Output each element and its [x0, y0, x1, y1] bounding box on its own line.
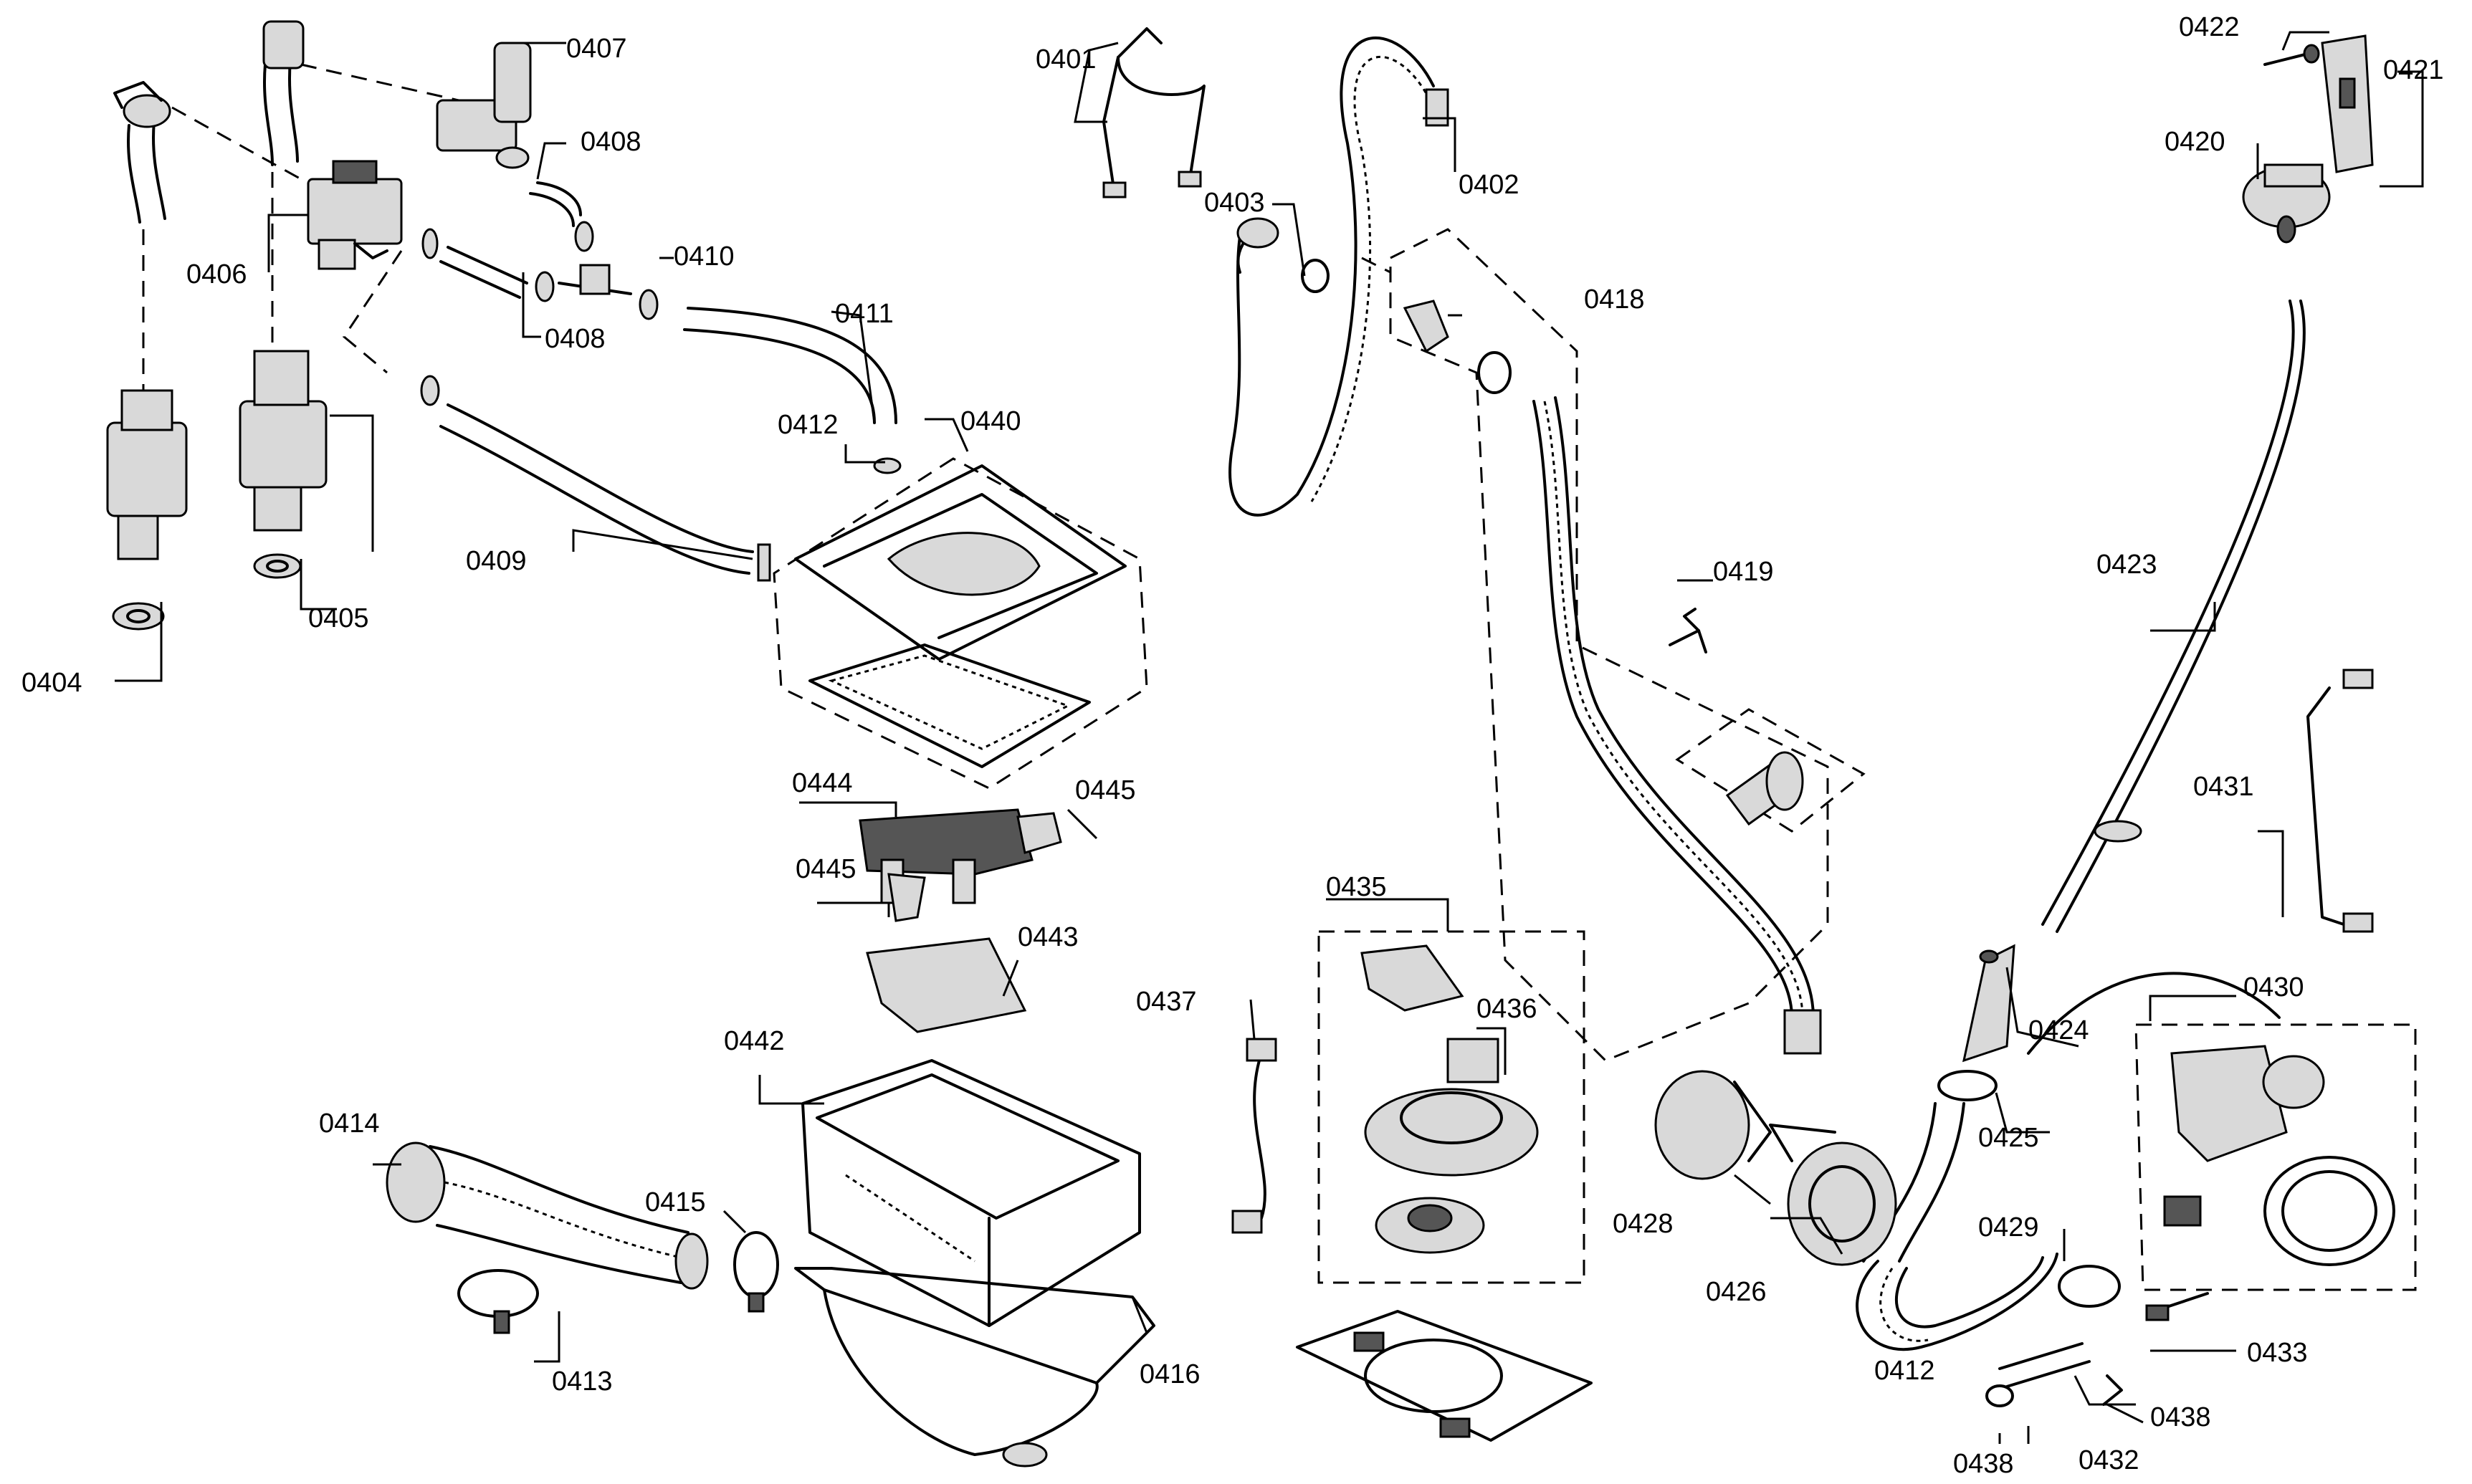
- label-0422: 0422: [2179, 12, 2240, 42]
- hose-clamp-sump: [1937, 1070, 1998, 1101]
- connecting-hoses: [420, 181, 902, 582]
- hose-clamp-small-top: [1301, 259, 1330, 293]
- label-0415: 0415: [645, 1187, 706, 1217]
- pressure-switch-bracket: [2321, 34, 2374, 173]
- label-0445a: 0445: [1075, 775, 1136, 805]
- label-0419: 0419: [1713, 557, 1774, 587]
- label-0440: 0440: [960, 406, 1021, 436]
- label-0404: 0404: [22, 668, 82, 698]
- label-0444: 0444: [792, 768, 853, 798]
- label-0408a: 0408: [581, 127, 641, 157]
- sump-hose: [1856, 1102, 2058, 1351]
- dispenser-drawer: [801, 1059, 1141, 1327]
- vent-hose: [1228, 36, 1449, 517]
- inlet-hose-left: [106, 81, 188, 631]
- pressure-tube: [2041, 300, 2306, 933]
- label-0408b: 0408: [545, 324, 606, 354]
- label-0407: 0407: [566, 34, 627, 64]
- label-0445b: 0445: [796, 854, 856, 884]
- label-0412b: 0412: [1874, 1356, 1935, 1386]
- label-0424: 0424: [2028, 1015, 2089, 1045]
- label-0436: 0436: [1476, 994, 1537, 1024]
- dispenser-assembly: [773, 457, 1148, 790]
- label-0432: 0432: [2079, 1445, 2139, 1475]
- label-0425: 0425: [1978, 1123, 2039, 1153]
- label-0428: 0428: [1613, 1209, 1674, 1239]
- label-0431: 0431: [2193, 772, 2254, 802]
- drain-pump: [2134, 1023, 2417, 1291]
- wire-harness: [2306, 669, 2374, 933]
- label-0429: 0429: [1978, 1212, 2039, 1243]
- label-0411: 0411: [835, 299, 894, 329]
- round-lid: [1654, 1070, 1772, 1180]
- water-valve-small: [436, 42, 532, 169]
- bellows-hose: [386, 1141, 709, 1290]
- foam-sleeve: [1675, 708, 1866, 833]
- label-0414: 0414: [319, 1109, 380, 1139]
- siphon-cap: [859, 808, 1034, 904]
- label-0435: 0435: [1326, 872, 1387, 902]
- hose-clamp-pump: [2058, 1265, 2121, 1308]
- callout-labels: 0401 0402 0403 0404 0405 0406 0407 0408 …: [22, 12, 2444, 1479]
- water-valve: [307, 160, 403, 270]
- screw: [2263, 44, 2320, 66]
- connector-rod: [1998, 1342, 2091, 1388]
- detergent-tray-insert: [866, 937, 1027, 1033]
- label-0437: 0437: [1136, 987, 1197, 1017]
- drain-plug: [2145, 1292, 2209, 1321]
- label-0420: 0420: [2165, 127, 2225, 157]
- label-0416: 0416: [1140, 1359, 1201, 1389]
- label-0442: 0442: [724, 1026, 785, 1056]
- label-0433: 0433: [2247, 1338, 2308, 1368]
- label-0438b: 0438: [2150, 1402, 2211, 1432]
- label-0443: 0443: [1018, 922, 1079, 952]
- label-0406: 0406: [186, 259, 247, 289]
- label-0403: 0403: [1204, 188, 1265, 218]
- label-0410: 0410: [674, 241, 735, 272]
- heater-assembly: [1317, 930, 1585, 1284]
- drain-filter-housing: [1769, 1124, 1897, 1266]
- hose-bracket: [1102, 27, 1206, 198]
- hose-clamp-medium: [733, 1231, 779, 1313]
- label-0409: 0409: [466, 546, 527, 576]
- air-trap: [1962, 944, 2015, 1063]
- pump-filter-arc: [2027, 972, 2281, 1055]
- siphon-small-right: [1016, 812, 1062, 854]
- leader-lines: [115, 31, 2424, 1444]
- assembly-lines: [142, 63, 1391, 391]
- spring-clip-right: [2102, 1374, 2123, 1406]
- siphon-small-left: [887, 873, 926, 922]
- label-0426: 0426: [1706, 1277, 1767, 1307]
- label-0430: 0430: [2243, 972, 2304, 1002]
- label-0412a: 0412: [778, 410, 839, 440]
- drain-hose-group: [1389, 228, 1829, 1062]
- label-0421: 0421: [2383, 55, 2444, 85]
- sensor-wire: [1231, 1038, 1277, 1234]
- pressure-switch: [2242, 163, 2331, 244]
- label-0402: 0402: [1459, 170, 1519, 200]
- label-0413: 0413: [552, 1366, 613, 1397]
- heater-mount-plate: [1296, 1310, 1593, 1442]
- label-0401: 0401: [1036, 44, 1097, 75]
- label-0418: 0418: [1584, 284, 1645, 315]
- label-0423: 0423: [2096, 550, 2157, 580]
- spring-clip-left: [1985, 1384, 2014, 1407]
- hose-clip: [1669, 608, 1707, 654]
- inlet-hose-middle: [239, 20, 328, 579]
- hose-clamp-large: [457, 1269, 539, 1334]
- label-0405: 0405: [308, 603, 369, 633]
- label-0438a: 0438: [1953, 1449, 2014, 1479]
- dispenser-housing: [794, 1267, 1155, 1468]
